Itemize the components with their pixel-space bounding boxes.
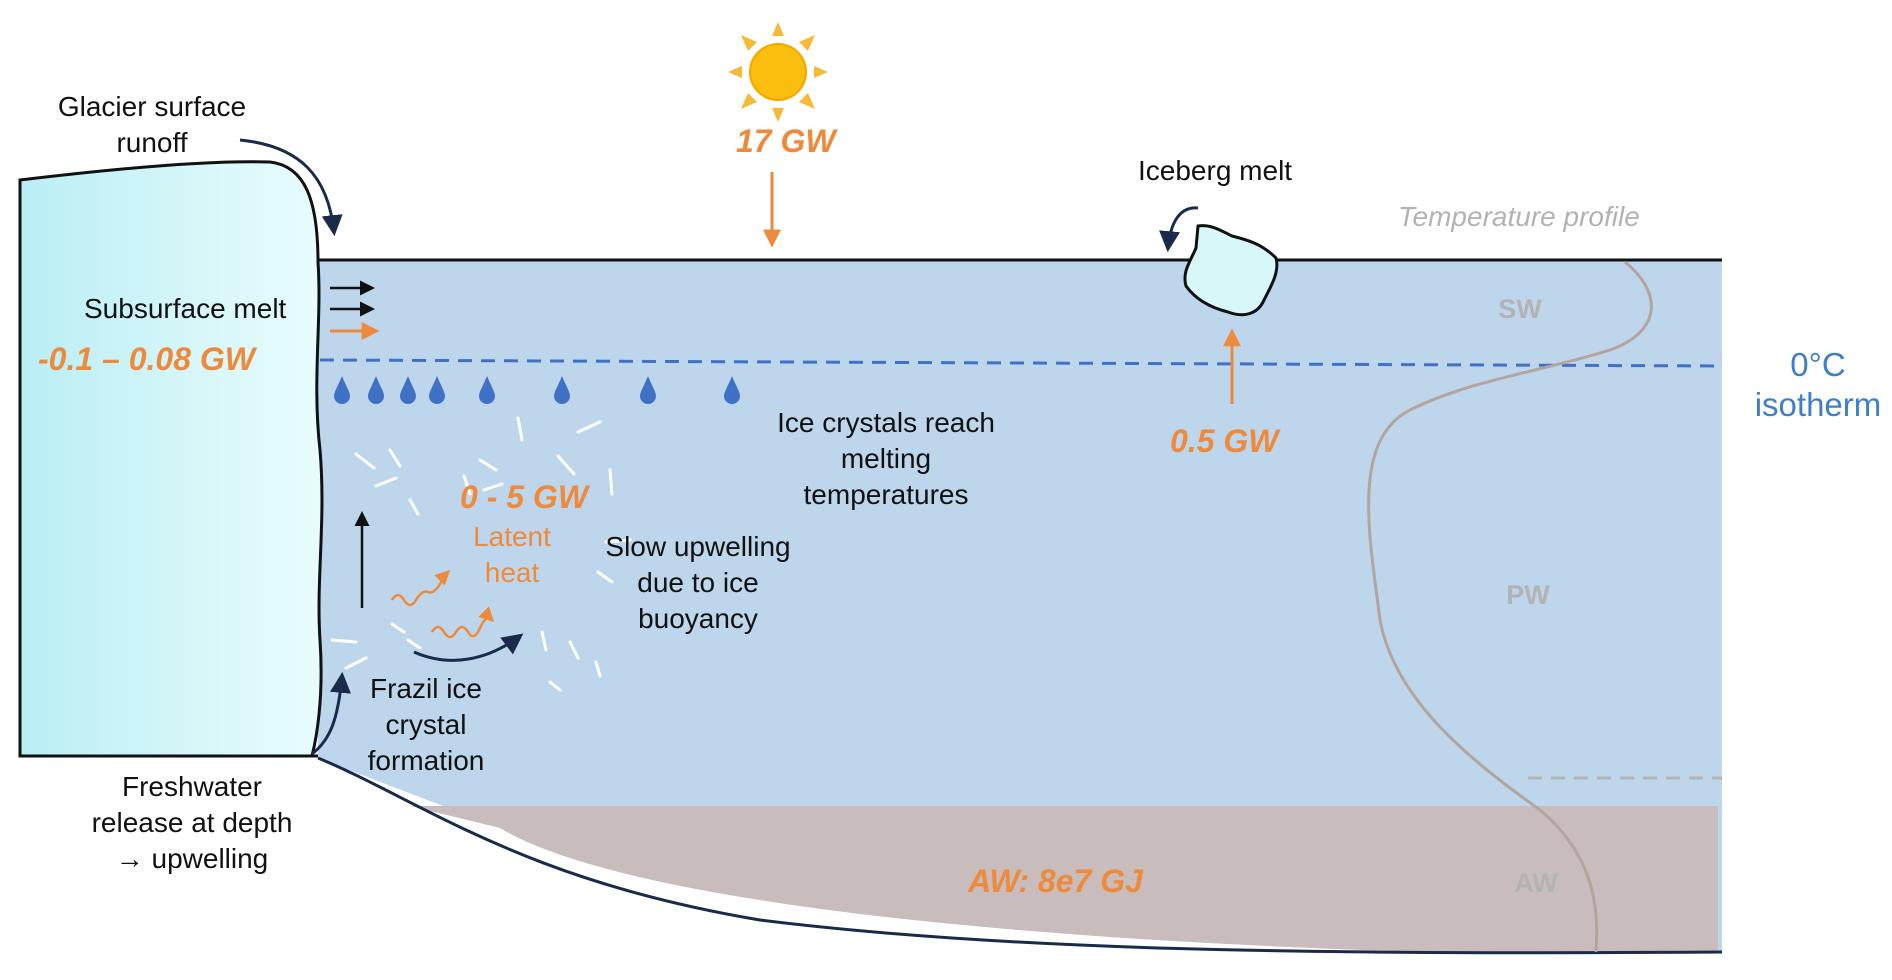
droplet-icon xyxy=(400,376,416,404)
iceberg-melt-label: Iceberg melt xyxy=(1138,155,1292,186)
freshwater-label-3: → upwelling xyxy=(116,843,269,874)
freshwater-upwelling-arrow xyxy=(311,671,351,756)
droplet-icon xyxy=(368,376,384,404)
isotherm-line xyxy=(319,358,1723,368)
frazil-label-2: crystal xyxy=(386,709,467,740)
sea-floor-line xyxy=(317,756,1723,955)
freshwater-label-1: Freshwater xyxy=(122,771,262,802)
latent-heat-value: 0 - 5 GW xyxy=(460,479,591,515)
iceberg-melt-arrow xyxy=(1159,206,1199,253)
solar-flux-value: 17 GW xyxy=(736,123,838,159)
glacier xyxy=(18,160,324,758)
droplet-icon xyxy=(554,376,570,404)
fjord-water xyxy=(318,260,1722,952)
latent-heat-wave-upper xyxy=(390,569,451,607)
temperature-profile-label: Temperature profile xyxy=(1398,201,1640,232)
glacier-runoff-label-1: Glacier surface xyxy=(58,91,246,122)
frazil-label-3: formation xyxy=(368,745,485,776)
subsurface-melt-label: Subsurface melt xyxy=(84,293,287,324)
ice-reach-label-1: Ice crystals reach xyxy=(777,407,995,438)
frazil-ice-crystals xyxy=(330,416,632,692)
atlantic-water-layer xyxy=(410,806,1718,952)
latent-heat-wave-lower xyxy=(430,606,495,639)
slow-upwelling-label-2: due to ice xyxy=(637,567,758,598)
glacier-runoff-label-2: runoff xyxy=(116,127,187,158)
sw-label: SW xyxy=(1498,294,1542,324)
isotherm-label-2: isotherm xyxy=(1755,386,1882,423)
droplet-icon xyxy=(479,376,495,404)
iceberg-icon xyxy=(1183,224,1279,317)
ice-reach-label-2: melting xyxy=(841,443,931,474)
iceberg-heat-value: 0.5 GW xyxy=(1170,423,1281,459)
sun-icon xyxy=(728,22,828,122)
freshwater-label-2: release at depth xyxy=(92,807,293,838)
latent-heat-label-2: heat xyxy=(485,557,540,588)
slow-upwelling-label-1: Slow upwelling xyxy=(605,531,790,562)
droplet-icon xyxy=(334,376,350,404)
droplet-icon xyxy=(724,376,740,404)
latent-heat-label-1: Latent xyxy=(473,521,551,552)
subsurface-melt-value: -0.1 – 0.08 GW xyxy=(38,341,258,377)
ice-reach-label-3: temperatures xyxy=(804,479,969,510)
crystal-circulation-arrow xyxy=(413,633,524,662)
aw-heat-content-value: AW: 8e7 GJ xyxy=(967,863,1144,899)
pw-label: PW xyxy=(1506,580,1550,610)
slow-upwelling-label-3: buoyancy xyxy=(638,603,758,634)
temperature-profile-curve xyxy=(1367,260,1653,953)
frazil-label-1: Frazil ice xyxy=(370,673,482,704)
runoff-arrow xyxy=(239,138,343,237)
isotherm-label-1: 0°C xyxy=(1790,346,1845,383)
droplet-icon xyxy=(429,376,445,404)
aw-label: AW xyxy=(1514,868,1558,898)
melt-droplets xyxy=(334,376,740,404)
droplet-icon xyxy=(640,376,656,404)
